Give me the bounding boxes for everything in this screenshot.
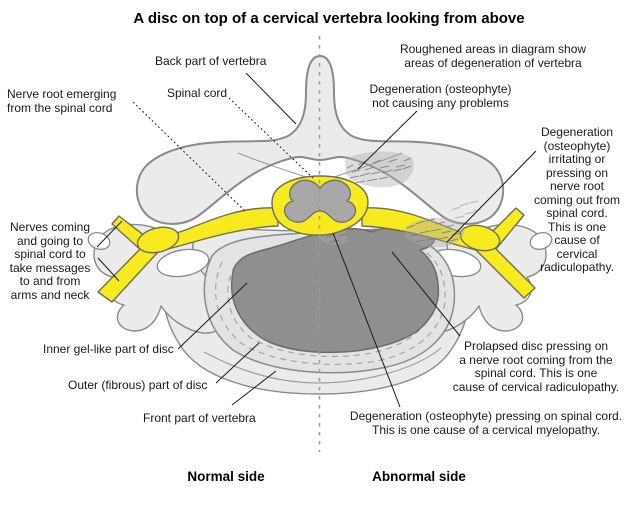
transverse-process-left <box>87 223 229 334</box>
label-spinal-cord: Spinal cord <box>167 86 228 100</box>
leader-outer-fibrous <box>215 342 260 384</box>
disc-ring-lamellae-2 <box>227 250 436 358</box>
diagram-title: A disc on top of a cervical vertebra loo… <box>133 10 525 27</box>
label-outer-fibrous: Outer (fibrous) part of disc <box>68 378 208 392</box>
leader-inner-gel <box>177 282 248 350</box>
degeneration-texture-upper-right <box>345 151 415 188</box>
foramen-right-small <box>529 232 553 250</box>
degeneration-scratches-right-wing <box>451 200 482 219</box>
leader-lines <box>96 72 537 408</box>
nerve-ganglion-right <box>459 224 501 252</box>
degeneration-smudge-upper-right <box>345 151 415 188</box>
leader-front-part <box>231 370 277 406</box>
label-front-part-of-vertebra: Front part of vertebra <box>143 411 256 425</box>
leader-prolapsed-disc <box>391 251 461 337</box>
disc-inner-gel-prolapsed <box>230 226 440 354</box>
vertebral-body-front-rim <box>203 347 442 384</box>
degeneration-scratches-nerve-root <box>406 218 461 243</box>
label-prolapsed-disc: Prolapsed disc pressing on a nerve root … <box>452 339 620 394</box>
label-abnormal-side: Abnormal side <box>372 469 466 484</box>
leader-deg-nerve-root <box>446 150 537 243</box>
label-inner-gel: Inner gel-like part of disc <box>43 342 174 356</box>
label-nerve-root-emerging: Nerve root emerging from the spinal cord <box>7 87 117 115</box>
label-normal-side: Normal side <box>187 469 265 484</box>
label-roughened-areas-note: Roughened areas in diagram show areas of… <box>399 42 587 70</box>
nerve-ganglion-left <box>136 226 180 254</box>
degeneration-texture-right-wing <box>451 200 482 219</box>
canal-inner-edge-right <box>333 152 403 178</box>
spinous-process-and-laminae <box>135 55 505 225</box>
canal-inner-edge-left <box>237 152 307 178</box>
label-nerves-messages: Nerves coming and going to spinal cord t… <box>9 220 91 302</box>
leader-nerves-upper <box>96 220 123 248</box>
foramen-left-small <box>87 232 111 250</box>
leader-nerves-lower <box>97 257 120 282</box>
label-back-part-of-vertebra: Back part of vertebra <box>155 54 267 68</box>
posterior-arch <box>135 55 505 225</box>
label-degeneration-no-problem: Degeneration (osteophyte) not causing an… <box>369 82 512 110</box>
leader-deg-no-problem <box>357 110 418 170</box>
label-degeneration-spinal-cord: Degeneration (osteophyte) pressing on sp… <box>349 409 623 437</box>
leader-deg-spinal-cord <box>332 232 401 408</box>
degeneration-scratches-upper-right <box>346 157 412 184</box>
foramen-left <box>156 248 210 278</box>
leader-back-part <box>245 72 297 125</box>
label-degeneration-nerve-root: Degeneration (osteophyte) irritating or … <box>533 125 621 274</box>
